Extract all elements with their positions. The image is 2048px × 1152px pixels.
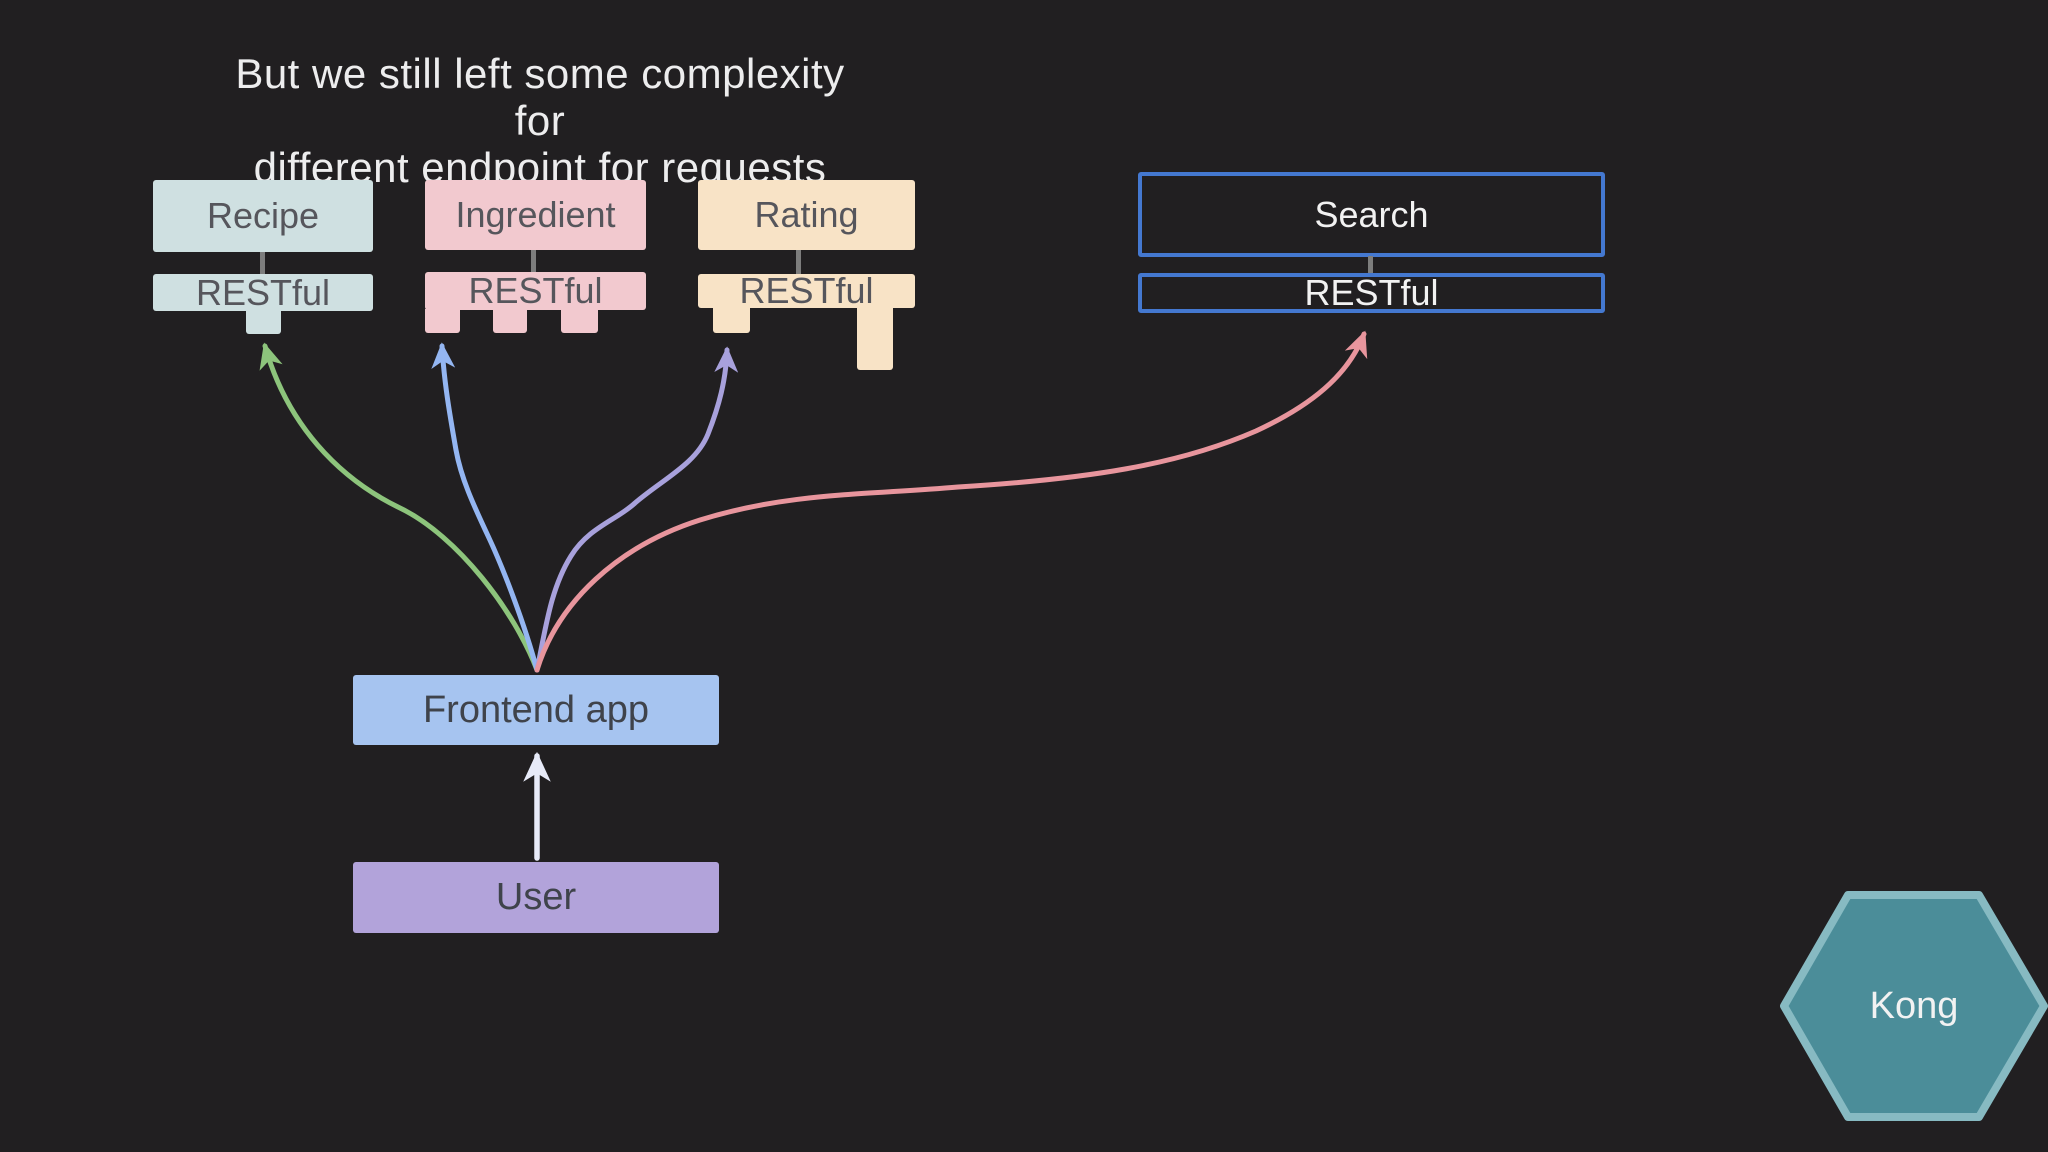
kong-gateway-node: Kong — [1778, 888, 2048, 1124]
recipe-service-node: Recipe — [153, 180, 373, 252]
arrow-frontend-to-rating — [534, 346, 739, 673]
user-node: User — [353, 862, 719, 933]
ingredient-service-label: Ingredient — [455, 194, 616, 235]
recipe-restful-label: RESTful — [195, 271, 331, 313]
search-restful-node: RESTful — [1138, 272, 1605, 313]
slide-title-line-1: But we still left some complexity for — [235, 50, 845, 144]
frontend-app-node: Frontend app — [353, 675, 719, 745]
arrow-frontend-to-ingredient — [431, 342, 540, 673]
arrow-frontend-to-search — [534, 330, 1368, 673]
kong-gateway-label: Kong — [1869, 984, 1959, 1027]
recipe-service-label: Recipe — [206, 195, 320, 236]
ingredient-endpoint-tab-1 — [425, 309, 460, 333]
rating-connector-line — [796, 250, 801, 276]
rating-restful-node: RESTful — [698, 270, 915, 370]
rating-endpoint-tab-2 — [857, 307, 893, 370]
arrow-frontend-to-recipe — [259, 342, 540, 673]
ingredient-service-node: Ingredient — [425, 180, 646, 250]
ingredient-endpoint-tab-2 — [493, 309, 527, 333]
ingredient-restful-label: RESTful — [468, 270, 603, 311]
search-service-node: Search — [1138, 172, 1605, 257]
ingredient-restful-node: RESTful — [425, 270, 646, 333]
recipe-restful-node: RESTful — [153, 271, 373, 334]
recipe-endpoint-tab — [246, 310, 281, 334]
search-connector-line — [1368, 256, 1373, 274]
ingredient-endpoint-tab-3 — [561, 309, 598, 333]
frontend-app-label: Frontend app — [422, 688, 650, 731]
ingredient-connector-line — [531, 250, 536, 274]
recipe-connector-line — [260, 252, 265, 276]
rating-service-label: Rating — [754, 194, 859, 235]
rating-endpoint-tab-1 — [713, 307, 750, 333]
kong-hexagon-shape — [1780, 891, 2048, 1121]
rating-restful-label: RESTful — [739, 270, 874, 311]
search-service-label: Search — [1314, 193, 1429, 235]
rating-service-node: Rating — [698, 180, 915, 250]
slide-title: But we still left some complexity for di… — [220, 50, 860, 191]
kong-hexagon — [1780, 891, 2048, 1121]
user-label: User — [495, 876, 577, 918]
search-restful-label: RESTful — [1304, 272, 1439, 313]
